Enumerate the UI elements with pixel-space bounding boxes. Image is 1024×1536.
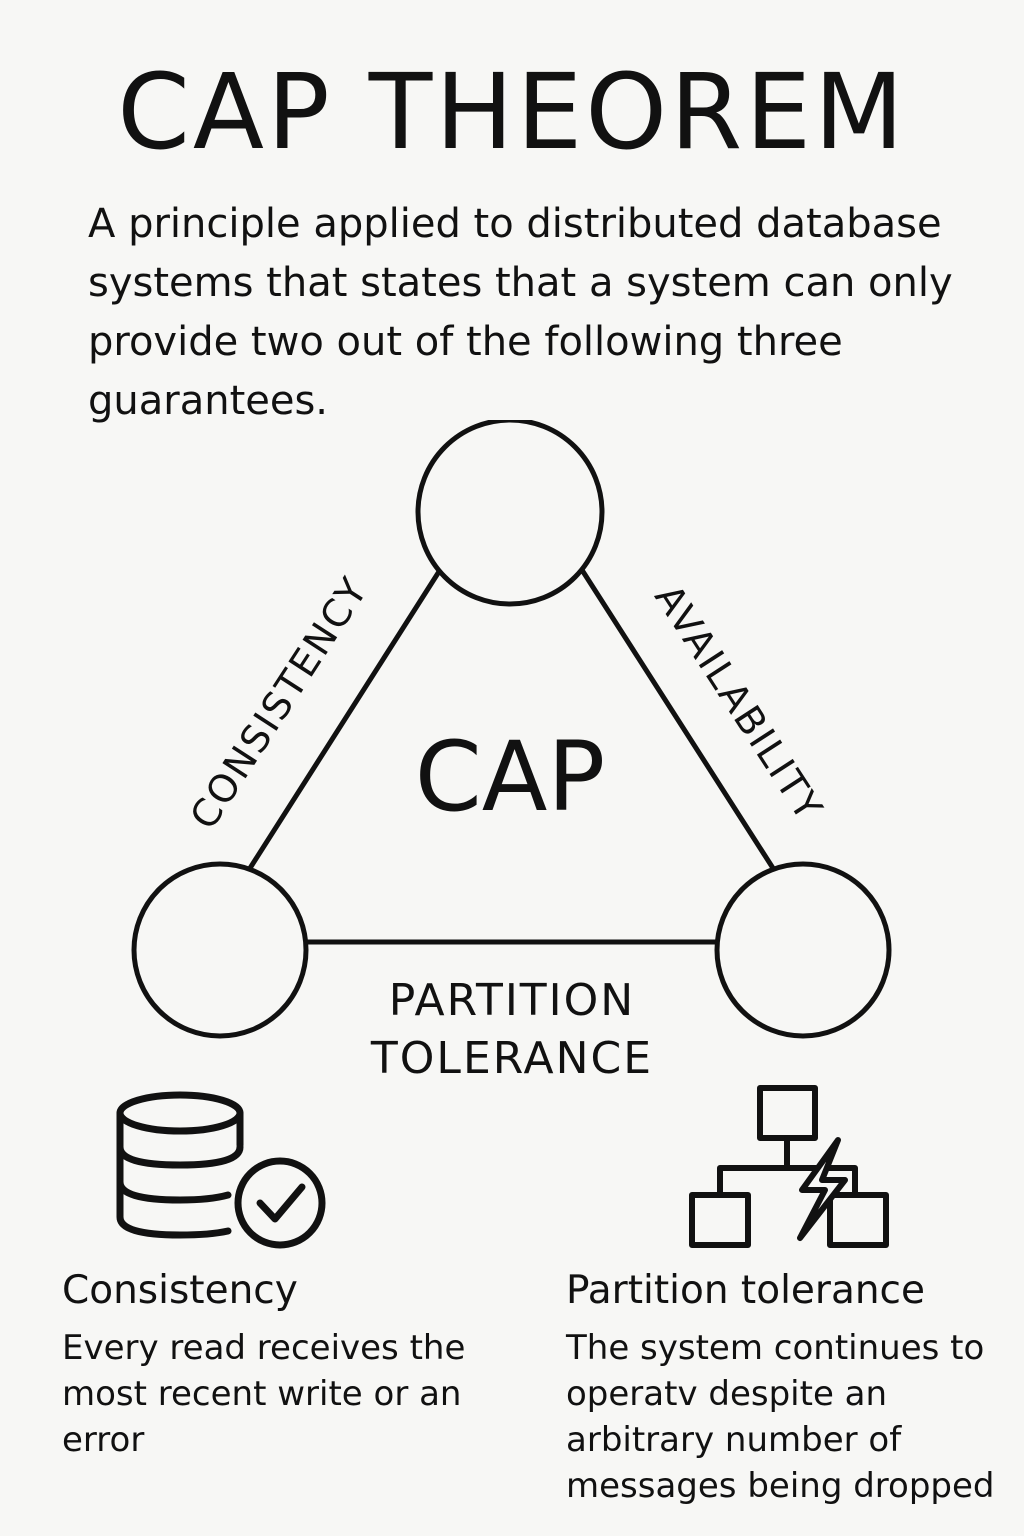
- partition-card-title: Partition tolerance: [566, 1268, 925, 1313]
- vertex-top: [415, 420, 605, 607]
- page-title: CAP THEOREM: [117, 51, 907, 173]
- consistency-edge-label: CONSISTENCY: [181, 569, 376, 837]
- cap-triangle-diagram: CAP CONSISTENCY AVAILABILITY PARTITION T…: [0, 420, 1024, 1100]
- edge-availability: [579, 567, 781, 879]
- consistency-card-description: Every read receives the most recent writ…: [62, 1327, 466, 1460]
- consistency-card-title: Consistency: [62, 1268, 298, 1313]
- partition-card: Partition tolerance The system continues…: [566, 1268, 1006, 1509]
- intro-text: A principle applied to distributed datab…: [88, 201, 953, 424]
- cap-triangle-svg: CAP CONSISTENCY AVAILABILITY PARTITION T…: [131, 420, 892, 1084]
- partition-label-line2: TOLERANCE: [370, 1033, 653, 1084]
- consistency-card: Consistency Every read receives the most…: [62, 1268, 502, 1463]
- partition-label-line1: PARTITION: [389, 975, 635, 1026]
- vertex-right: [714, 861, 892, 1039]
- vertex-left: [131, 861, 309, 1039]
- partition-card-description: The system continues to operatv despite …: [566, 1327, 995, 1506]
- edge-consistency: [242, 567, 443, 879]
- network-lightning-icon: [680, 1080, 900, 1255]
- database-check-icon: [110, 1085, 340, 1250]
- center-label: CAP: [415, 721, 606, 833]
- availability-edge-label: AVAILABILITY: [646, 577, 831, 829]
